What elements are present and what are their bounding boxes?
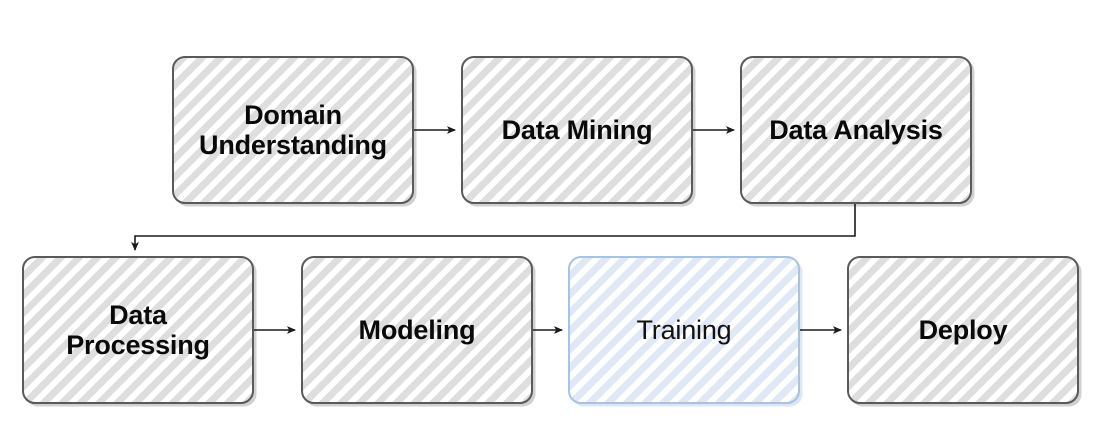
node-label: Training — [636, 314, 732, 345]
node-domain-understanding[interactable]: Domain Understanding — [172, 56, 414, 204]
node-label: Data Mining — [501, 114, 653, 145]
node-training[interactable]: Training — [568, 256, 800, 404]
node-data-processing[interactable]: Data Processing — [22, 256, 254, 404]
node-label: Domain Understanding — [199, 99, 387, 160]
connector-data-analysis-to-data-processing — [131, 204, 856, 251]
node-label: Deploy — [918, 314, 1008, 345]
node-modeling[interactable]: Modeling — [301, 256, 533, 404]
node-data-analysis[interactable]: Data Analysis — [740, 56, 972, 204]
node-label: Data Analysis — [769, 114, 943, 145]
node-label: Data Processing — [66, 299, 210, 360]
node-deploy[interactable]: Deploy — [847, 256, 1079, 404]
node-data-mining[interactable]: Data Mining — [461, 56, 693, 204]
node-label: Modeling — [358, 314, 476, 345]
